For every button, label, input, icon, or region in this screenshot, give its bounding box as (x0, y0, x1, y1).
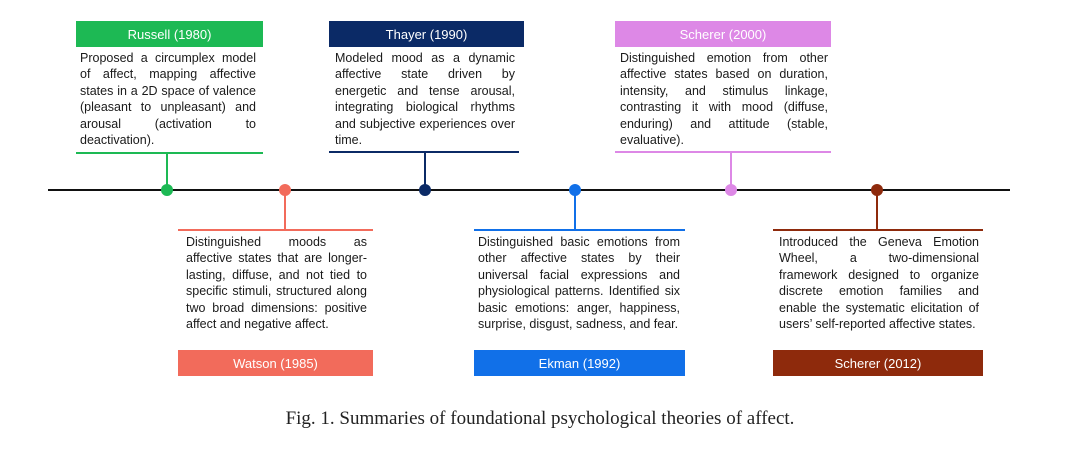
event-stem (166, 153, 168, 190)
event-stem (284, 190, 286, 230)
event-node (279, 184, 291, 196)
event-stem (424, 152, 426, 190)
event-rule (615, 151, 831, 153)
event-description: Distinguished basic emotions from other … (478, 235, 680, 332)
event-rule (773, 229, 983, 231)
event-description: Distinguished emotion from other affecti… (620, 51, 828, 148)
event-node (569, 184, 581, 196)
event-description: Modeled mood as a dynamic affective stat… (335, 51, 515, 148)
event-label: Watson (1985) (178, 350, 373, 376)
event-node (871, 184, 883, 196)
event-label: Ekman (1992) (474, 350, 685, 376)
event-label: Scherer (2012) (773, 350, 983, 376)
event-node (419, 184, 431, 196)
event-stem (730, 152, 732, 190)
event-rule (76, 152, 263, 154)
event-label: Russell (1980) (76, 21, 263, 47)
timeline-axis (48, 189, 1010, 191)
event-label: Thayer (1990) (329, 21, 524, 47)
event-description: Proposed a circumplex model of affect, m… (80, 51, 256, 148)
event-label: Scherer (2000) (615, 21, 831, 47)
event-stem (574, 190, 576, 230)
event-node (725, 184, 737, 196)
event-rule (178, 229, 373, 231)
event-node (161, 184, 173, 196)
figure-caption: Fig. 1. Summaries of foundational psycho… (285, 408, 795, 429)
event-description: Introduced the Geneva Emotion Wheel, a t… (779, 235, 979, 332)
event-description: Distinguished moods as affective states … (186, 235, 367, 332)
event-rule (474, 229, 685, 231)
event-stem (876, 190, 878, 230)
